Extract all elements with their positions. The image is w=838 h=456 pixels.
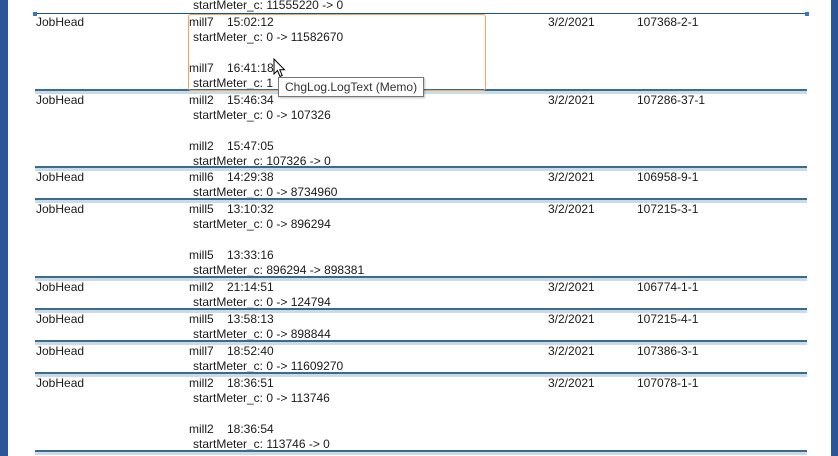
log-entry-detail: startMeter_c: 896294 -> 898381	[193, 263, 365, 277]
date-field[interactable]: 3/2/2021	[548, 280, 595, 294]
key-field[interactable]: 106774-1-1	[637, 280, 699, 294]
log-entry-header: mill2 15:47:05	[189, 139, 274, 153]
log-entry-header: mill6 14:29:38	[189, 170, 274, 184]
log-entry-header: mill2 21:14:51	[189, 280, 274, 294]
resize-handle-right[interactable]	[805, 12, 809, 16]
table-name-field[interactable]: JobHead	[36, 376, 85, 390]
log-entry-header: mill5 13:58:13	[189, 312, 274, 326]
log-entry-detail: startMeter_c: 113746 -> 0	[193, 437, 330, 451]
row-separator	[35, 340, 807, 345]
log-entry-detail: startMeter_c: 0 -> 124794	[193, 295, 331, 309]
log-entry-detail: startMeter_c: 0 -> 107326	[193, 108, 331, 122]
date-field[interactable]: 3/2/2021	[548, 376, 595, 390]
resize-handle-left[interactable]	[33, 12, 37, 16]
log-entry-detail: startMeter_c: 107326 -> 0	[193, 154, 331, 168]
log-entry-header: mill5 13:10:32	[189, 202, 274, 216]
key-field[interactable]: 107078-1-1	[637, 376, 699, 390]
table-name-field[interactable]: JobHead	[36, 312, 85, 326]
log-entry-detail: startMeter_c: 0 -> 113746	[193, 391, 330, 405]
log-entry-header: mill2 18:36:54	[189, 422, 274, 436]
window-frame-left	[0, 0, 8, 456]
key-field[interactable]: 107286-37-1	[637, 93, 706, 107]
log-entry-header: mill2 15:46:34	[189, 93, 274, 107]
date-field[interactable]: 3/2/2021	[548, 312, 595, 326]
table-name-field[interactable]: JobHead	[36, 93, 85, 107]
table-name-field[interactable]: JobHead	[36, 344, 85, 358]
key-field[interactable]: 106958-9-1	[637, 170, 699, 184]
row-separator	[35, 372, 807, 377]
log-entry-header: mill7 16:41:18	[189, 61, 274, 75]
table-name-field[interactable]: JobHead	[36, 280, 85, 294]
log-entry-detail: startMeter_c: 0 -> 11609270	[193, 359, 344, 373]
table-name-field[interactable]: JobHead	[36, 170, 85, 184]
date-field[interactable]: 3/2/2021	[548, 344, 595, 358]
date-field[interactable]: 3/2/2021	[548, 93, 595, 107]
key-field[interactable]: 107215-3-1	[637, 202, 699, 216]
row-separator	[35, 450, 807, 455]
key-field[interactable]: 107368-2-1	[637, 15, 699, 29]
table-name-field[interactable]: JobHead	[36, 15, 85, 29]
row-separator	[35, 276, 807, 281]
field-tooltip: ChgLog.LogText (Memo)	[278, 77, 425, 97]
key-field[interactable]: 107215-4-1	[637, 312, 699, 326]
date-field[interactable]: 3/2/2021	[548, 170, 595, 184]
log-entry-header: mill2 18:36:51	[189, 376, 274, 390]
log-entry-detail: startMeter_c: 0 -> 8734960	[193, 185, 338, 199]
window-frame-right	[831, 0, 838, 456]
partial-detail-text: startMeter_c: 11555220 -> 0	[193, 0, 344, 12]
date-field[interactable]: 3/2/2021	[548, 15, 595, 29]
row-separator	[35, 308, 807, 313]
log-entry-header: mill5 13:33:16	[189, 248, 274, 262]
date-field[interactable]: 3/2/2021	[548, 202, 595, 216]
log-entry-detail: startMeter_c: 0 -> 11582670	[193, 30, 344, 44]
key-field[interactable]: 107386-3-1	[637, 344, 699, 358]
row-separator	[35, 166, 807, 171]
mouse-pointer-icon	[273, 58, 286, 78]
log-entry-detail: startMeter_c: 0 -> 898844	[193, 327, 331, 341]
report-design-surface[interactable]: startMeter_c: 11555220 -> 0 JobHead 3/2/2…	[8, 0, 831, 456]
log-entry-detail: startMeter_c: 1	[193, 76, 274, 90]
log-entry-header: mill7 15:02:12	[189, 15, 274, 29]
log-entry-header: mill7 18:52:40	[189, 344, 274, 358]
selection-top-line	[35, 13, 807, 14]
log-entry-detail: startMeter_c: 0 -> 896294	[193, 217, 331, 231]
table-name-field[interactable]: JobHead	[36, 202, 85, 216]
row-separator	[35, 198, 807, 203]
